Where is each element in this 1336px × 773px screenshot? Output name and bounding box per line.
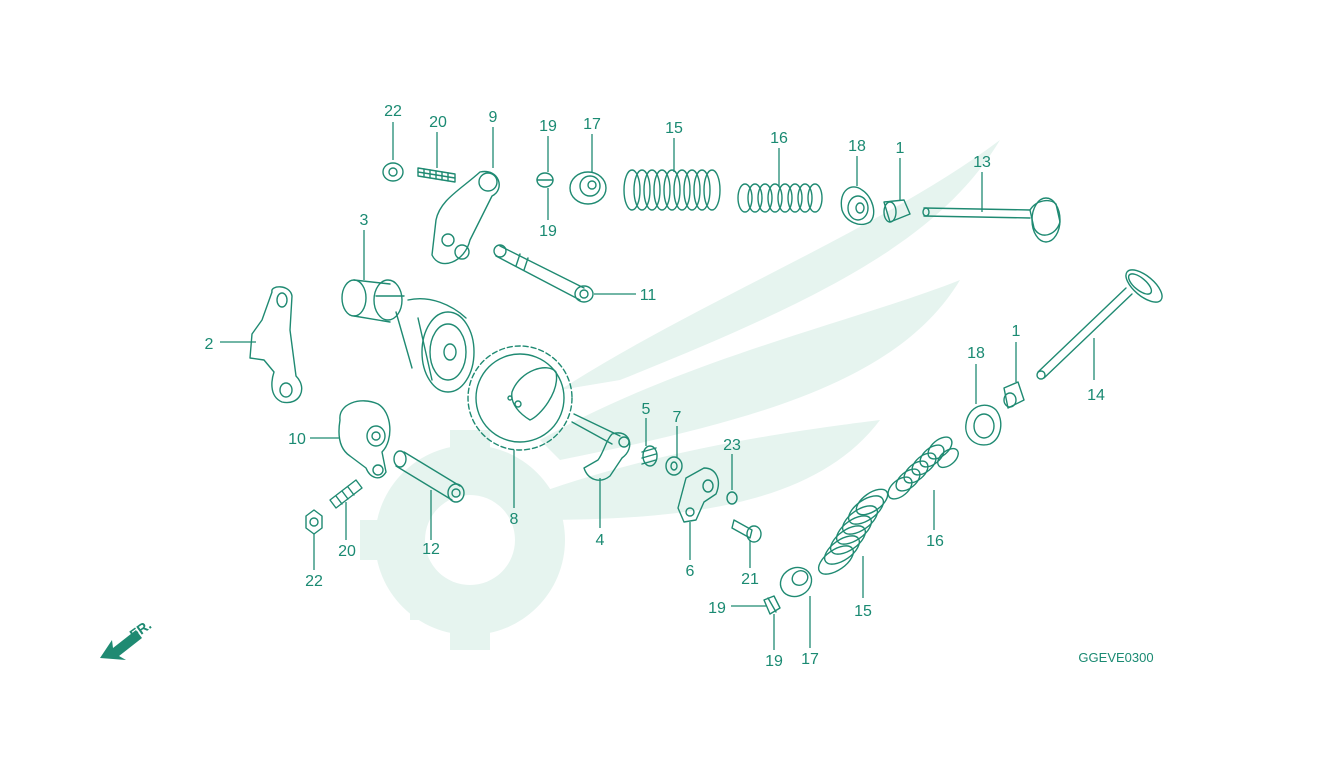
- part-outer-spring-top: [623, 169, 721, 211]
- callout-label: 3: [360, 212, 369, 229]
- callout-label: 16: [926, 533, 944, 550]
- callout-label: 1: [896, 140, 905, 157]
- callout-label: 19: [539, 118, 557, 135]
- front-arrow-icon: FR.: [100, 616, 154, 660]
- callout-label: 8: [510, 511, 519, 528]
- callout-label: 4: [596, 532, 605, 549]
- part-spring-5: [641, 445, 658, 467]
- part-cotter-bottom: [763, 595, 781, 615]
- part-stem-seal-bottom: [1003, 381, 1025, 409]
- part-bracket: [249, 286, 303, 404]
- callout-label: 12: [422, 541, 440, 558]
- callout-label: 19: [708, 600, 726, 617]
- watermark-logo: [360, 140, 1000, 650]
- callout-label: 6: [686, 563, 695, 580]
- part-decomp-plate: [677, 467, 720, 523]
- part-decomp-arm: [571, 413, 631, 481]
- callout-label: 2: [205, 336, 214, 353]
- diagram-code: GGEVE0300: [1078, 650, 1153, 665]
- part-circlip: [726, 491, 738, 505]
- part-bolt: [731, 519, 762, 543]
- callout-label: 13: [973, 154, 991, 171]
- part-nut-top: [382, 162, 404, 182]
- callout-label: 18: [848, 138, 866, 155]
- callout-label: 5: [642, 401, 651, 418]
- callout-label: 20: [338, 543, 356, 560]
- part-rocker-shaft-12: [393, 450, 465, 503]
- part-cam-sprocket: [467, 345, 573, 451]
- callout-label: 17: [583, 116, 601, 133]
- callout-label: 11: [640, 287, 657, 304]
- callout-label: 21: [741, 571, 759, 588]
- part-retainer-bottom: [779, 566, 813, 598]
- part-inner-spring-top: [737, 183, 823, 213]
- callout-label: 16: [770, 130, 788, 147]
- part-adjusting-screw-bottom: [329, 479, 363, 509]
- callout-labels: 22 20 9 19 17 15 16 18 1 13 3 19 11 2 14…: [205, 103, 1105, 670]
- part-valve-13: [922, 197, 1061, 243]
- callout-label: 7: [673, 409, 682, 426]
- callout-label: 19: [539, 223, 557, 240]
- part-cotter-top: [536, 172, 554, 188]
- part-retainer-top: [569, 171, 607, 205]
- part-camshaft: [341, 279, 475, 393]
- part-spring-seat-bottom: [965, 404, 1002, 446]
- part-rocker-arm-10: [338, 400, 391, 479]
- callout-label: 22: [384, 103, 402, 120]
- part-washer-7: [665, 456, 683, 476]
- callout-label: 17: [801, 651, 819, 668]
- part-inner-spring-bottom: [887, 436, 959, 500]
- callout-label: 9: [489, 109, 498, 126]
- part-rocker-shaft: [493, 244, 594, 303]
- leader-lines: [220, 122, 1095, 650]
- callout-label: 22: [305, 573, 323, 590]
- callout-label: 15: [665, 120, 683, 137]
- part-valve-14: [1036, 269, 1163, 380]
- part-outer-spring-bottom: [817, 488, 889, 575]
- part-adjusting-screw-top: [417, 167, 456, 183]
- callout-label: 18: [967, 345, 985, 362]
- callout-label: 1: [1012, 323, 1021, 340]
- part-nut-bottom: [305, 509, 323, 535]
- part-spring-seat-top: [840, 186, 875, 226]
- callout-label: 15: [854, 603, 872, 620]
- part-rocker-arm-9: [431, 170, 500, 265]
- callout-label: 20: [429, 114, 447, 131]
- callout-label: 19: [765, 653, 783, 670]
- callout-label: 10: [288, 431, 306, 448]
- callout-label: 23: [723, 437, 741, 454]
- callout-label: 14: [1087, 387, 1105, 404]
- part-stem-seal-top: [883, 199, 911, 223]
